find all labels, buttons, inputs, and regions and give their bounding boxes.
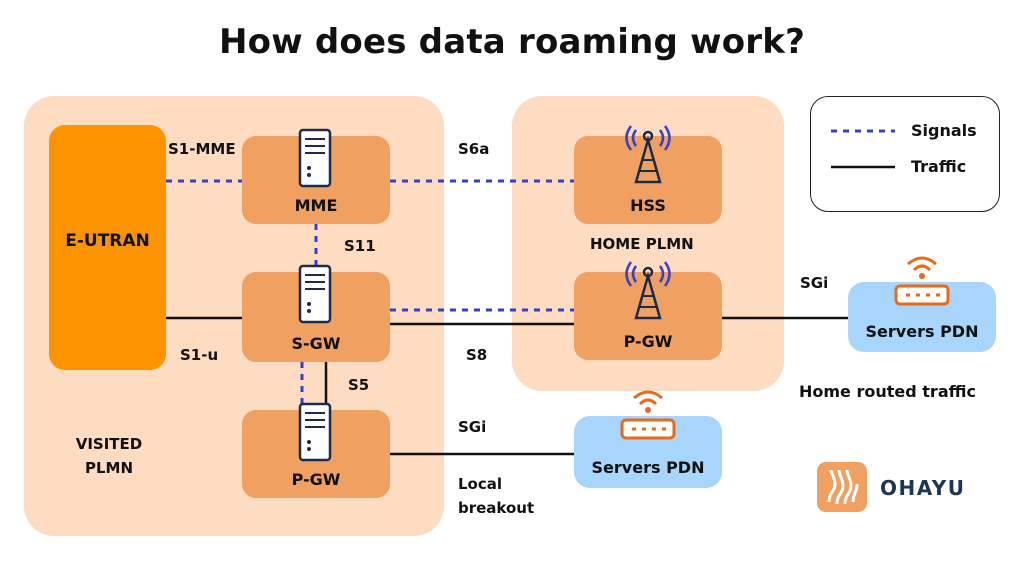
visited-plmn-label: VISITED PLMN <box>64 432 154 480</box>
router-wifi-icon <box>894 256 950 306</box>
mme-label: MME <box>294 196 338 215</box>
logo-text: OHAYU <box>880 476 966 500</box>
hss-label: HSS <box>630 196 666 215</box>
antenna-tower-icon <box>625 261 671 320</box>
eutran-label: E-UTRAN <box>65 231 150 251</box>
page-title: How does data roaming work? <box>218 22 805 62</box>
visited-plmn-label-line1: VISITED <box>75 435 143 453</box>
sgi-home-label: SGi <box>800 274 829 292</box>
pgw-home-label: P-GW <box>623 332 673 351</box>
legend-traffic-label: Traffic <box>911 157 967 176</box>
servers-pdn-local-label: Servers PDN <box>591 458 705 477</box>
s1-u-label: S1-u <box>180 346 219 364</box>
hss-node: HSS <box>574 125 722 224</box>
servers-pdn-local-node: Servers PDN <box>574 390 722 488</box>
router-wifi-icon <box>620 390 676 440</box>
server-icon <box>298 128 332 188</box>
visited-plmn-label-line2: PLMN <box>84 459 134 477</box>
sgi-local-label: SGi <box>458 418 487 436</box>
mme-node: MME <box>242 128 390 224</box>
legend-swatches <box>831 129 895 169</box>
antenna-tower-icon <box>625 125 671 184</box>
servers-pdn-home-label: Servers PDN <box>865 322 979 341</box>
local-breakout-note: Local breakout <box>458 472 534 520</box>
local-breakout-line2: breakout <box>458 499 535 517</box>
home-plmn-label: HOME PLMN <box>590 235 694 253</box>
eutran-node: E-UTRAN <box>49 125 166 370</box>
ohayu-logo-icon <box>817 462 867 512</box>
s1-mme-label: S1-MME <box>168 140 236 158</box>
sgw-node: S-GW <box>242 264 390 362</box>
server-icon <box>298 264 332 324</box>
pgw-visited-node: P-GW <box>242 402 390 498</box>
home-routed-traffic-note: Home routed traffic <box>799 382 976 401</box>
server-icon <box>298 402 332 462</box>
servers-pdn-home-node: Servers PDN <box>848 256 996 352</box>
pgw-visited-label: P-GW <box>291 470 341 489</box>
legend: Signals Traffic <box>810 96 1000 212</box>
s6a-label: S6a <box>458 140 490 158</box>
s5-label: S5 <box>348 376 370 394</box>
local-breakout-line1: Local <box>458 475 503 493</box>
s8-label: S8 <box>466 346 488 364</box>
legend-signals-label: Signals <box>911 121 977 140</box>
sgw-label: S-GW <box>291 334 341 353</box>
pgw-home-node: P-GW <box>574 261 722 360</box>
s11-label: S11 <box>344 237 376 255</box>
